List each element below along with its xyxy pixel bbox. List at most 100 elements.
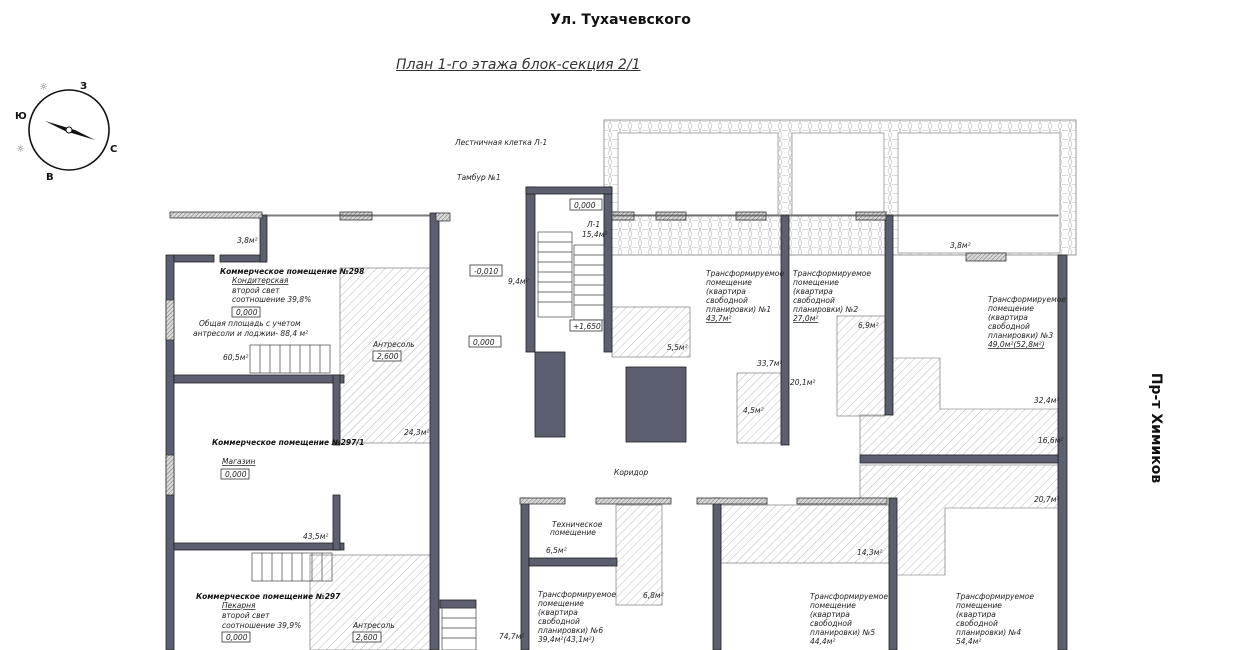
svg-text:Трансформируемое: Трансформируемое [538,590,616,599]
svg-text:Трансформируемое: Трансформируемое [810,592,888,601]
svg-text:Трансформируемое: Трансформируемое [988,295,1066,304]
corridor-label: Коридор [614,468,648,477]
svg-text:4,5м²: 4,5м² [743,406,764,415]
room-use: Пекарня [222,601,256,610]
tech-room-label: помещение [550,528,596,537]
svg-text:свободной: свободной [956,619,998,628]
tambour-label: Тамбур №1 [457,173,501,182]
level-mark: 0,000 [473,338,495,347]
area-label: 39,4м²(43,1м²) [538,635,595,644]
svg-text:помещение: помещение [956,601,1002,610]
room-use: Кондитерская [232,276,289,285]
svg-text:планировки) №2: планировки) №2 [793,305,858,314]
svg-text:свободной: свободной [538,617,580,626]
svg-text:(квартира: (квартира [988,313,1028,322]
svg-text:33,7м²: 33,7м² [757,359,782,368]
svg-text:планировки) №3: планировки) №3 [988,331,1053,340]
svg-text:свободной: свободной [810,619,852,628]
area-label: 60,5м² [223,353,248,362]
area-label: 43,7м² [706,314,731,323]
svg-text:3,8м²: 3,8м² [950,241,971,250]
compass-west: З [80,81,87,92]
svg-text:планировки) №5: планировки) №5 [810,628,875,637]
room-use: Магазин [222,457,255,466]
svg-text:Трансформируемое: Трансформируемое [956,592,1034,601]
svg-text:свободной: свободной [706,296,748,305]
level-mark: 2,600 [377,352,399,361]
sun-icon: ☼ [39,82,48,93]
sun-icon: ☼ [16,144,25,155]
level-mark: 0,000 [225,470,247,479]
level-mark: 0,000 [236,308,258,317]
svg-text:планировки) №4: планировки) №4 [956,628,1021,637]
svg-text:14,3м²: 14,3м² [857,548,882,557]
area-label: 54,4м² [956,637,981,646]
terrace [603,119,1077,256]
compass: З Ю С В ☼ ☼ [15,81,117,183]
compass-east: В [46,172,54,183]
room-note: второй свет [222,611,270,620]
area-label: 49,0м²(52,8м²) [988,340,1045,349]
svg-text:помещение: помещение [793,278,839,287]
room-name: Коммерческое помещение №297/1 [212,438,364,447]
svg-text:помещение: помещение [988,304,1034,313]
room-name: Коммерческое помещение №298 [220,267,364,276]
area-label: 24,3м² [404,428,429,437]
svg-text:6,9м²: 6,9м² [858,321,879,330]
svg-text:(квартира: (квартира [538,608,578,617]
svg-text:свободной: свободной [988,322,1030,331]
plan-title: План 1-го этажа блок-секция 2/1 [396,57,641,73]
svg-text:планировки) №6: планировки) №6 [538,626,603,635]
svg-text:помещение: помещение [538,599,584,608]
area-label: 44,4м² [810,637,835,646]
level-mark: 0,000 [226,633,248,642]
svg-text:(квартира: (квартира [956,610,996,619]
area-label: 27,0м² [793,314,818,323]
svg-text:помещение: помещение [706,278,752,287]
room-note: Общая площадь с учетом [199,319,301,328]
area-label: 6,5м² [546,546,567,555]
svg-text:16,6м²: 16,6м² [1038,436,1063,445]
room-note: второй свет [232,286,280,295]
level-mark: +1,650 [573,322,601,331]
svg-text:20,1м²: 20,1м² [790,378,815,387]
svg-text:(квартира: (квартира [706,287,746,296]
room-name: Коммерческое помещение №297 [196,592,341,601]
svg-text:Трансформируемое: Трансформируемое [793,269,871,278]
svg-text:20,7м²: 20,7м² [1034,495,1059,504]
room-note: антресоли и лоджии- 88,4 м² [193,329,308,338]
area-label: 74,7м² [499,632,524,641]
level-mark: 2,600 [356,633,378,642]
window-sills [165,211,1059,505]
stair-id: Л-1 [586,220,600,229]
svg-text:5,5м²: 5,5м² [667,343,688,352]
svg-text:помещение: помещение [810,601,856,610]
svg-text:планировки) №1: планировки) №1 [706,305,771,314]
walls [165,186,1068,650]
area-label: 15,4м² [582,230,607,239]
compass-north: С [110,144,117,155]
tech-room-label: Техническое [552,520,603,529]
area-label: 3,8м² [237,236,258,245]
room-note: соотношение 39,8% [232,295,311,304]
area-label: 9,4м² [508,277,529,286]
svg-text:32,4м²: 32,4м² [1034,396,1059,405]
svg-text:свободной: свободной [793,296,835,305]
room-note: соотношение 39,9% [222,621,301,630]
hatched-zones [309,267,1059,650]
svg-text:(квартира: (квартира [793,287,833,296]
labels: Лестничная клетка Л-1 Тамбур №1 -0,010 9… [193,138,664,643]
area-label: 43,5м² [303,532,328,541]
level-mark: 0,000 [574,201,596,210]
compass-south: Ю [15,111,27,122]
mezzanine-label: Антресоль [372,340,415,349]
svg-text:(квартира: (квартира [810,610,850,619]
stair-label: Лестничная клетка Л-1 [454,138,547,147]
